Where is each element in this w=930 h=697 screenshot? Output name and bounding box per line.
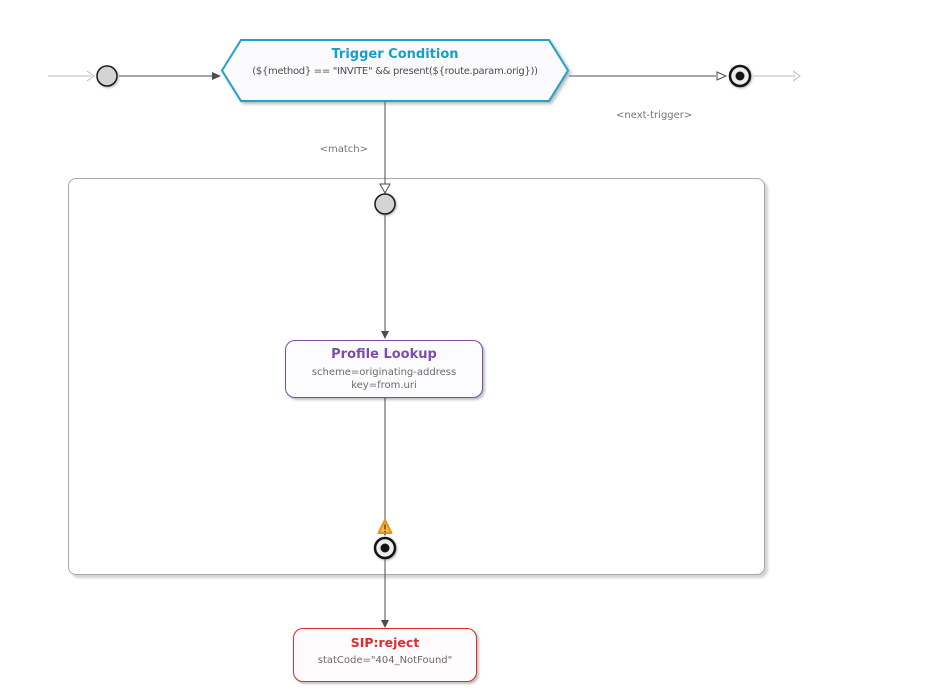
edge-label-match: <match> <box>319 144 368 155</box>
profile-lookup-param-key: key=from.uri <box>351 380 417 391</box>
sip-reject-statcode: statCode="404_NotFound" <box>317 655 453 666</box>
edge-trigger-to-next <box>569 71 728 81</box>
end-state-node <box>728 64 752 88</box>
edge-start-to-trigger <box>119 72 221 80</box>
incoming-edge <box>48 70 95 82</box>
profile-lookup-params: scheme=originating-address key=from.uri <box>312 366 456 392</box>
profile-lookup-title: Profile Lookup <box>331 347 437 362</box>
sip-reject-node: SIP:reject statCode="404_NotFound" <box>293 628 477 682</box>
profile-lookup-node: Profile Lookup scheme=originating-addres… <box>285 340 483 398</box>
sip-reject-title: SIP:reject <box>350 635 420 650</box>
solid-arrowhead <box>381 620 389 628</box>
edge-label-next-trigger: <next-trigger> <box>616 110 693 121</box>
trigger-condition-title: Trigger Condition <box>331 47 459 62</box>
outgoing-edge <box>753 70 801 82</box>
hollow-arrowhead <box>716 71 728 81</box>
start-state-node <box>96 65 118 87</box>
trigger-condition-expression: (${method} == "INVITE" && present(${rout… <box>252 66 538 77</box>
profile-lookup-param-scheme: scheme=originating-address <box>311 367 457 378</box>
